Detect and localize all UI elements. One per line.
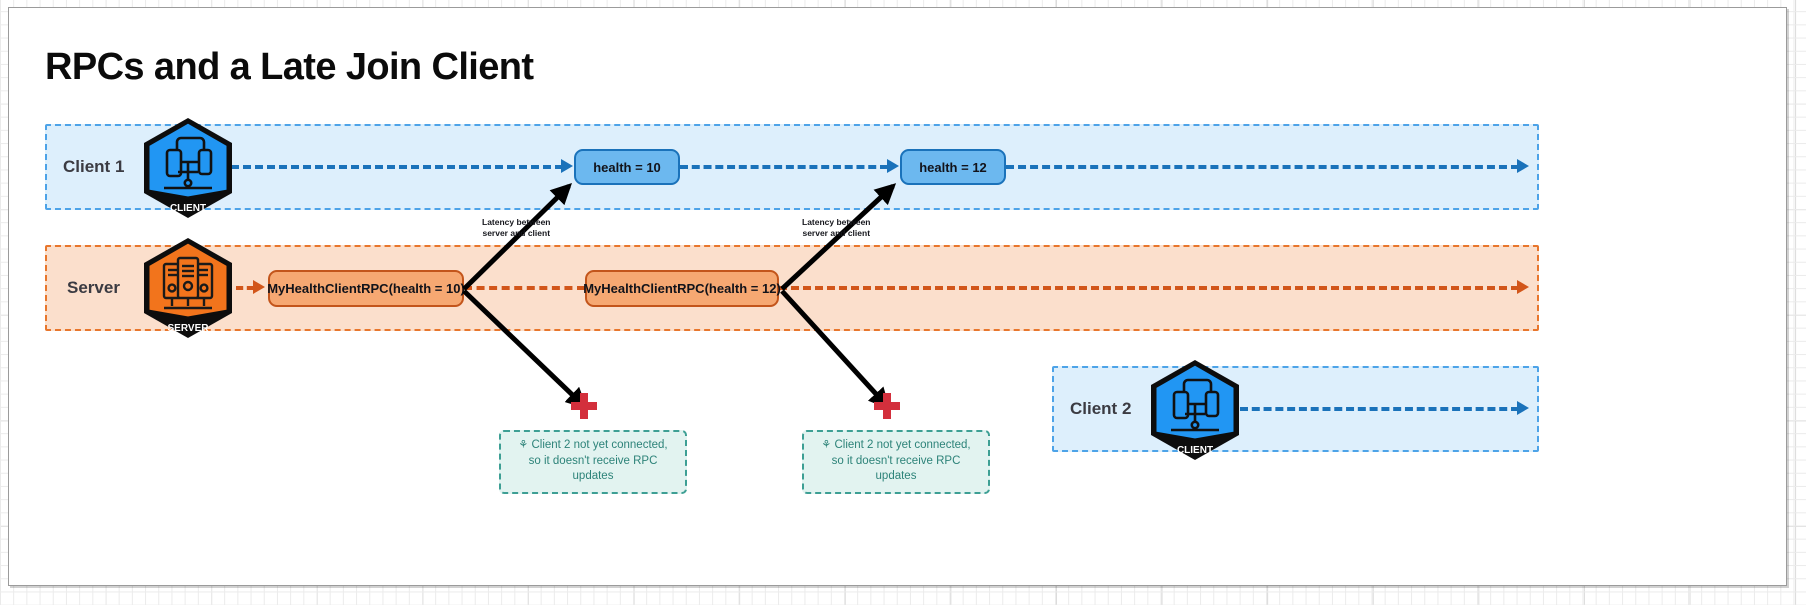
note-1-line1: Client 2 not yet connected, so it (528, 439, 668, 467)
timeline-server-arrowhead-2 (1517, 280, 1529, 294)
latency-label-1: Latency between server and client (482, 217, 551, 238)
timeline-server-segment-2 (779, 286, 1519, 290)
note-2-line1: Client 2 not yet connected, so it (831, 439, 971, 467)
blocked-cross-marker-1 (571, 393, 597, 419)
latency-label-1-line1: Latency between (482, 217, 551, 227)
pin-icon: ⚘ (518, 439, 529, 451)
timeline-server-arrowhead-0 (253, 280, 265, 294)
timeline-client1-segment-2 (680, 165, 888, 169)
timeline-server-segment-0 (236, 286, 254, 290)
node-client2[interactable]: CLIENT (1149, 358, 1241, 462)
timeline-client1-arrowhead-1 (561, 159, 573, 173)
message-box-rpc-health-10[interactable]: MyHealthClientRPC(health = 10) (267, 270, 465, 307)
message-box-rpc-health-12[interactable]: MyHealthClientRPC(health = 12) (583, 270, 781, 307)
latency-label-1-line2: server and client (482, 227, 551, 238)
lane-label-client2: Client 2 (1070, 399, 1132, 418)
timeline-client1-arrowhead-3 (1517, 159, 1529, 173)
node-server-caption: SERVER (168, 323, 210, 334)
note-client2-disconnected-2: ⚘ Client 2 not yet connected, so it does… (802, 430, 990, 494)
node-client1-caption: CLIENT (170, 203, 206, 214)
lane-label-client1: Client 1 (63, 157, 125, 176)
node-client2-caption: CLIENT (1177, 445, 1213, 456)
timeline-client2-segment-1 (1240, 407, 1519, 411)
note-2-line2: doesn't receive RPC updates (855, 454, 961, 483)
timeline-client1-arrowhead-2 (887, 159, 899, 173)
message-box-health-12[interactable]: health = 12 (900, 149, 1006, 185)
timeline-client2-arrowhead-1 (1517, 401, 1529, 415)
timeline-server-segment-1 (464, 286, 585, 290)
node-server[interactable]: SERVER (142, 236, 234, 340)
timeline-client1-segment-3 (1006, 165, 1519, 169)
latency-label-2-line1: Latency between (802, 217, 871, 227)
message-box-health-10[interactable]: health = 10 (574, 149, 680, 185)
pin-icon: ⚘ (821, 439, 832, 451)
latency-label-2-line2: server and client (802, 227, 871, 238)
latency-label-2: Latency between server and client (802, 217, 871, 238)
lane-label-server: Server (67, 278, 120, 297)
page-title: RPCs and a Late Join Client (45, 46, 534, 88)
timeline-client1-segment-1 (231, 165, 563, 169)
node-client1[interactable]: CLIENT (142, 116, 234, 220)
diagram-page: RPCs and a Late Join Client Client 1 Ser… (8, 7, 1787, 586)
note-1-line2: doesn't receive RPC updates (552, 454, 658, 483)
blocked-cross-marker-2 (874, 393, 900, 419)
note-client2-disconnected-1: ⚘ Client 2 not yet connected, so it does… (499, 430, 687, 494)
